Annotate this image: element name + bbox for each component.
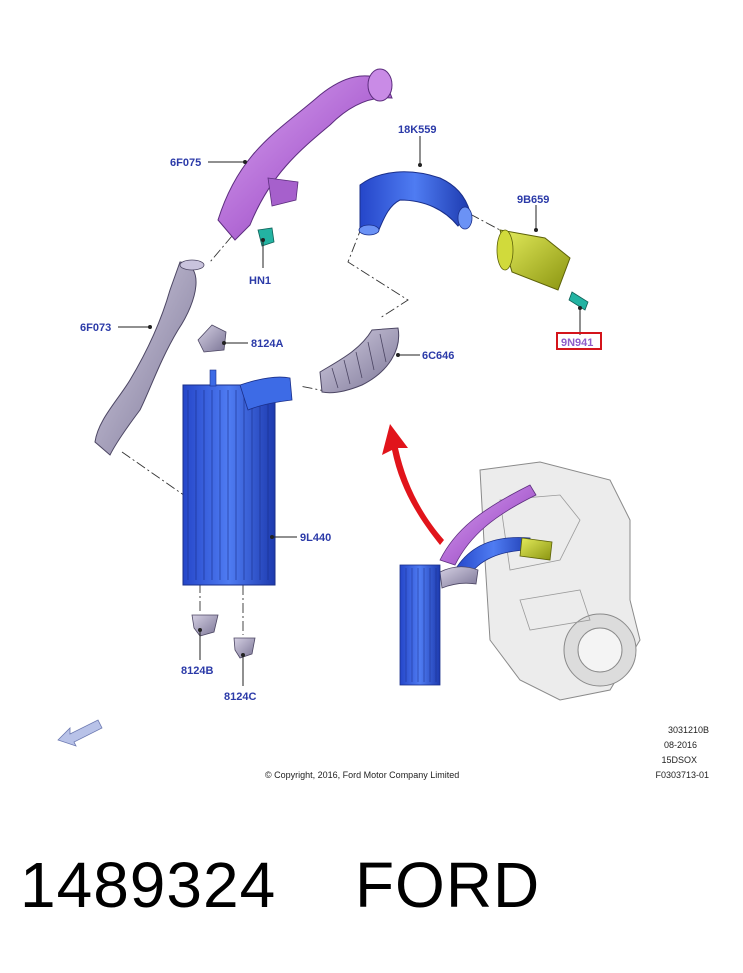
label-18k559[interactable]: 18K559 <box>398 124 437 136</box>
label-hn1[interactable]: HN1 <box>249 275 271 287</box>
pipe-6f075 <box>217 68 393 241</box>
meta-model: 15DSOX <box>661 755 697 765</box>
pipe-6f073 <box>94 259 205 456</box>
engine-thumbnail <box>399 461 641 701</box>
direction-arrow <box>57 719 103 747</box>
intercooler-9l440 <box>182 369 293 586</box>
meta-date: 08-2016 <box>664 740 697 750</box>
highlight-box-9n941 <box>556 332 602 350</box>
mount-8124a <box>197 324 227 353</box>
bolt-9n941 <box>568 291 589 311</box>
label-9n941[interactable]: 9N941 <box>561 337 593 349</box>
hose-6c646 <box>319 327 400 394</box>
label-6f073[interactable]: 6F073 <box>80 322 111 334</box>
label-8124a[interactable]: 8124A <box>251 338 283 350</box>
footer-caption: 1489324 FORD <box>20 848 720 938</box>
label-8124b[interactable]: 8124B <box>181 665 213 677</box>
leader-lines <box>118 136 582 686</box>
label-9l440[interactable]: 9L440 <box>300 532 331 544</box>
mount-8124b <box>191 614 219 637</box>
location-arrow <box>382 424 444 545</box>
label-8124c[interactable]: 8124C <box>224 691 256 703</box>
label-9b659[interactable]: 9B659 <box>517 194 549 206</box>
meta-code: 3031210B <box>668 725 709 735</box>
brand-name: FORD <box>354 849 541 921</box>
label-6f075[interactable]: 6F075 <box>170 157 201 169</box>
bolt-hn1 <box>257 227 275 247</box>
label-6c646[interactable]: 6C646 <box>422 350 454 362</box>
mount-8124c <box>233 637 256 659</box>
copyright-text: © Copyright, 2016, Ford Motor Company Li… <box>265 770 459 780</box>
part-number: 1489324 <box>20 849 277 921</box>
meta-figure: F0303713-01 <box>655 770 709 780</box>
elbow-18k559 <box>358 171 473 236</box>
assembly-lines <box>121 213 501 635</box>
parts-diagram: 6F075 HN1 18K559 9B659 9N941 6F073 8124A… <box>57 68 709 780</box>
sensor-9b659 <box>496 229 571 291</box>
